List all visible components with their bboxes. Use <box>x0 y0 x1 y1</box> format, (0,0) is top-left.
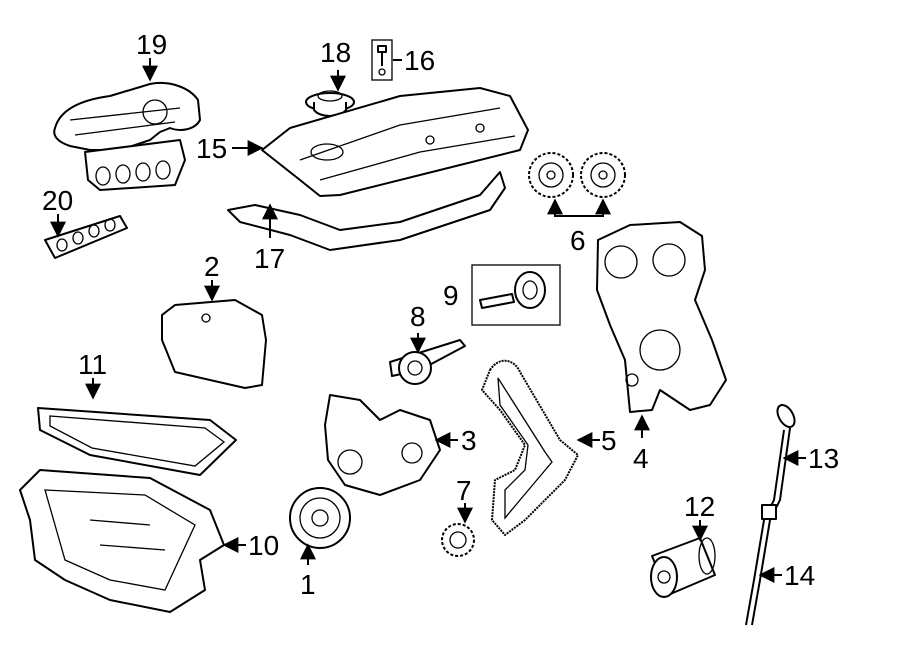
callout-1: 1 <box>300 569 316 600</box>
callout-4: 4 <box>633 443 649 474</box>
front-cover-part[interactable] <box>161 299 267 389</box>
callout-17: 17 <box>254 243 285 274</box>
intake-manifold-part[interactable] <box>53 82 201 191</box>
oil-pan-gasket-part[interactable] <box>37 407 237 476</box>
idler-kit-part[interactable] <box>471 264 561 326</box>
callout-13: 13 <box>808 443 839 474</box>
callout-labels: 19 20 18 16 15 17 6 2 9 8 11 3 5 4 7 10 … <box>42 29 839 600</box>
callout-7: 7 <box>456 475 472 506</box>
callout-2: 2 <box>204 251 220 282</box>
valve-cover-gasket-part[interactable] <box>227 171 506 251</box>
rear-timing-cover-part[interactable] <box>324 394 441 496</box>
callout-19: 19 <box>136 29 167 60</box>
callout-18: 18 <box>320 37 351 68</box>
callout-20: 20 <box>42 185 73 216</box>
callout-9: 9 <box>443 280 459 311</box>
valve-cover-part[interactable] <box>261 87 529 197</box>
callout-5: 5 <box>601 425 617 456</box>
oil-filler-cap-part[interactable] <box>305 90 355 117</box>
callout-3: 3 <box>461 425 477 456</box>
oil-pan-part[interactable] <box>19 469 225 613</box>
crank-pulley-part[interactable] <box>289 487 351 549</box>
callout-12: 12 <box>684 491 715 522</box>
timing-belt-part[interactable] <box>481 359 579 536</box>
callout-16: 16 <box>404 45 435 76</box>
callout-14: 14 <box>784 560 815 591</box>
cam-sprocket-part[interactable] <box>528 152 626 198</box>
belt-tensioner-part[interactable] <box>389 339 466 385</box>
cover-bolt-part[interactable] <box>371 39 393 81</box>
callout-10: 10 <box>248 530 279 561</box>
leader-lines <box>50 58 806 583</box>
callout-8: 8 <box>410 301 426 332</box>
oil-filter-part[interactable] <box>650 537 716 598</box>
dipstick-part[interactable] <box>745 402 798 626</box>
callout-15: 15 <box>196 133 227 164</box>
manifold-gasket-part[interactable] <box>44 215 128 259</box>
callout-11: 11 <box>78 349 107 380</box>
callout-6: 6 <box>570 225 586 256</box>
crank-sprocket-part[interactable] <box>441 523 475 557</box>
timing-cover-part[interactable] <box>596 221 727 413</box>
